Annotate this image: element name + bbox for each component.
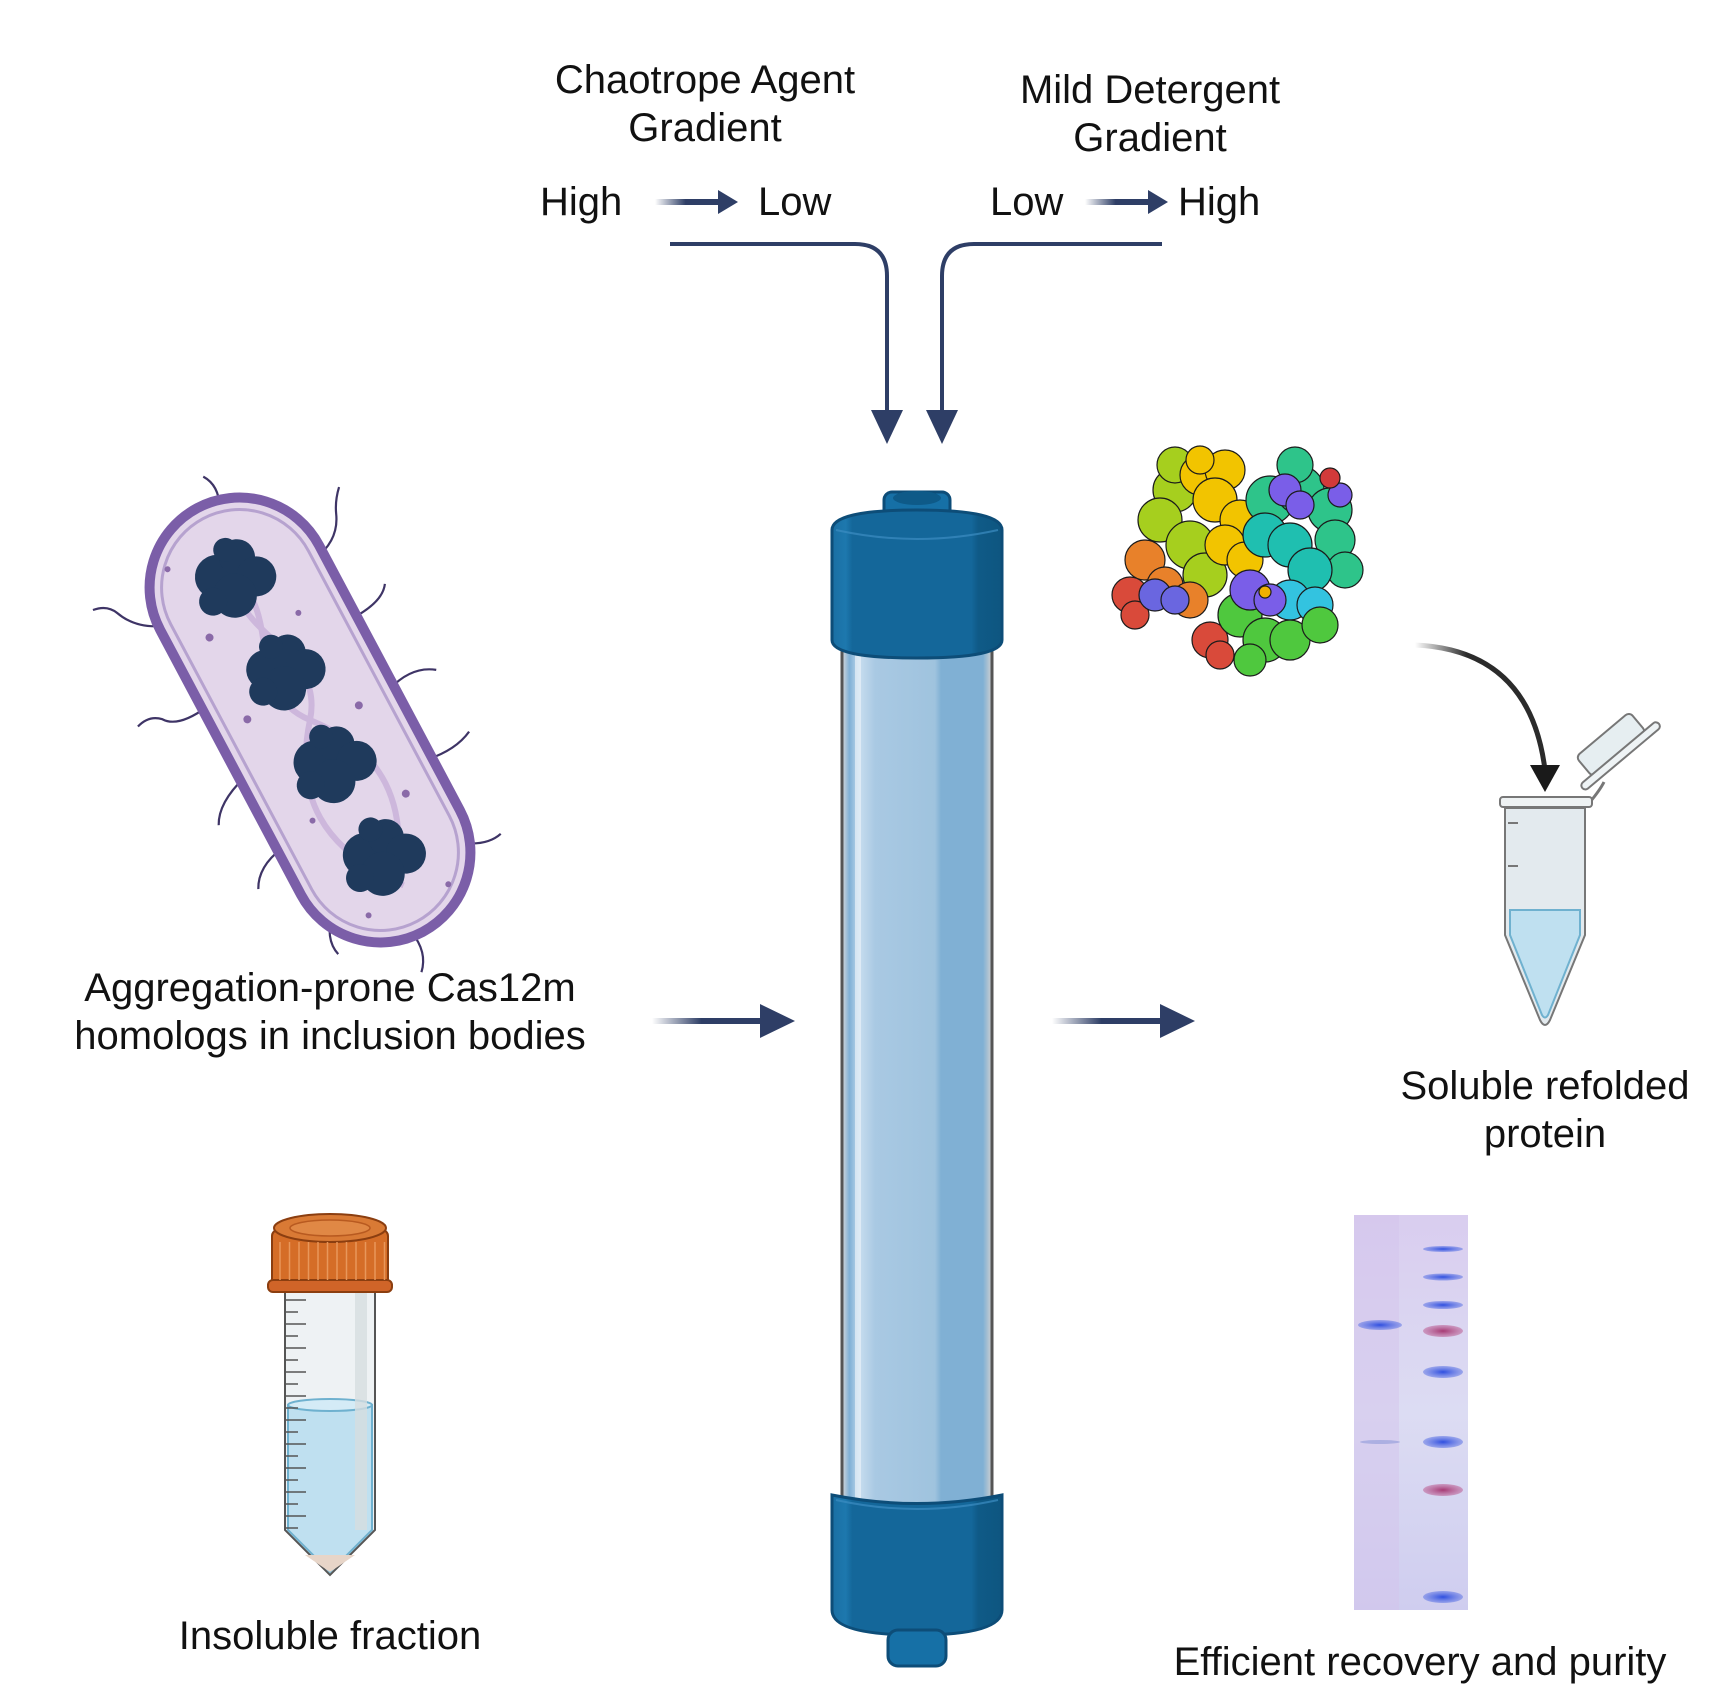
gel-ladder-band — [1423, 1591, 1463, 1603]
gel-ladder-band — [1423, 1325, 1463, 1337]
detergent-gradient-title: Mild Detergent Gradient — [985, 66, 1315, 162]
chaotrope-from-label: High — [540, 180, 623, 224]
output-arrow — [1052, 1004, 1195, 1038]
detergent-feed-arrow — [926, 242, 1162, 444]
input-arrow — [652, 1004, 795, 1038]
inclusion-body — [342, 817, 426, 896]
detergent-to-label: High — [1178, 180, 1261, 224]
input-label-line2: homologs in inclusion bodies — [74, 1014, 586, 1058]
gel-ladder-band — [1423, 1273, 1463, 1281]
inclusion-body — [246, 634, 326, 711]
gel-ladder-band — [1423, 1484, 1463, 1496]
chaotrope-feed-arrow — [670, 242, 903, 444]
chaotrope-title-line1: Chaotrope Agent — [554, 58, 856, 102]
sds-page-gel — [1354, 1215, 1468, 1610]
gel-band-sample-faint — [1360, 1440, 1400, 1444]
gel-ladder-band — [1423, 1366, 1463, 1378]
chaotrope-gradient-title: Chaotrope Agent Gradient — [530, 56, 880, 152]
chaotrope-direction-arrow — [655, 190, 738, 214]
detergent-title-line1: Mild Detergent — [1019, 68, 1281, 112]
chaotrope-to-label: Low — [758, 180, 832, 224]
microcentrifuge-tube — [1499, 712, 1661, 1026]
chaotrope-title-line2: Gradient — [628, 106, 782, 150]
soluble-label-line1: Soluble refolded — [1400, 1064, 1690, 1108]
inclusion-body — [293, 724, 377, 804]
detergent-title-line2: Gradient — [1073, 116, 1227, 160]
soluble-label-line2: protein — [1483, 1112, 1607, 1156]
protein-structure-illustration — [1111, 445, 1364, 677]
gel-caption: Efficient recovery and purity — [1173, 1640, 1667, 1684]
input-label-line1: Aggregation-prone Cas12m — [84, 966, 576, 1010]
gel-band-sample — [1358, 1320, 1402, 1330]
collect-arrow — [1414, 642, 1560, 792]
inclusion-body — [194, 537, 277, 618]
gel-ladder-band — [1423, 1301, 1463, 1309]
soluble-protein-label: Soluble refolded protein — [1385, 1062, 1705, 1158]
bacterium-illustration — [92, 475, 502, 973]
gel-ladder-band — [1423, 1246, 1463, 1252]
falcon-tube — [267, 1213, 393, 1577]
detergent-direction-arrow — [1085, 190, 1168, 214]
input-label: Aggregation-prone Cas12m homologs in inc… — [60, 964, 600, 1060]
gel-ladder-band — [1423, 1436, 1463, 1448]
chromatography-column — [830, 490, 1004, 1668]
detergent-from-label: Low — [990, 180, 1064, 224]
insoluble-fraction-label: Insoluble fraction — [178, 1614, 482, 1658]
